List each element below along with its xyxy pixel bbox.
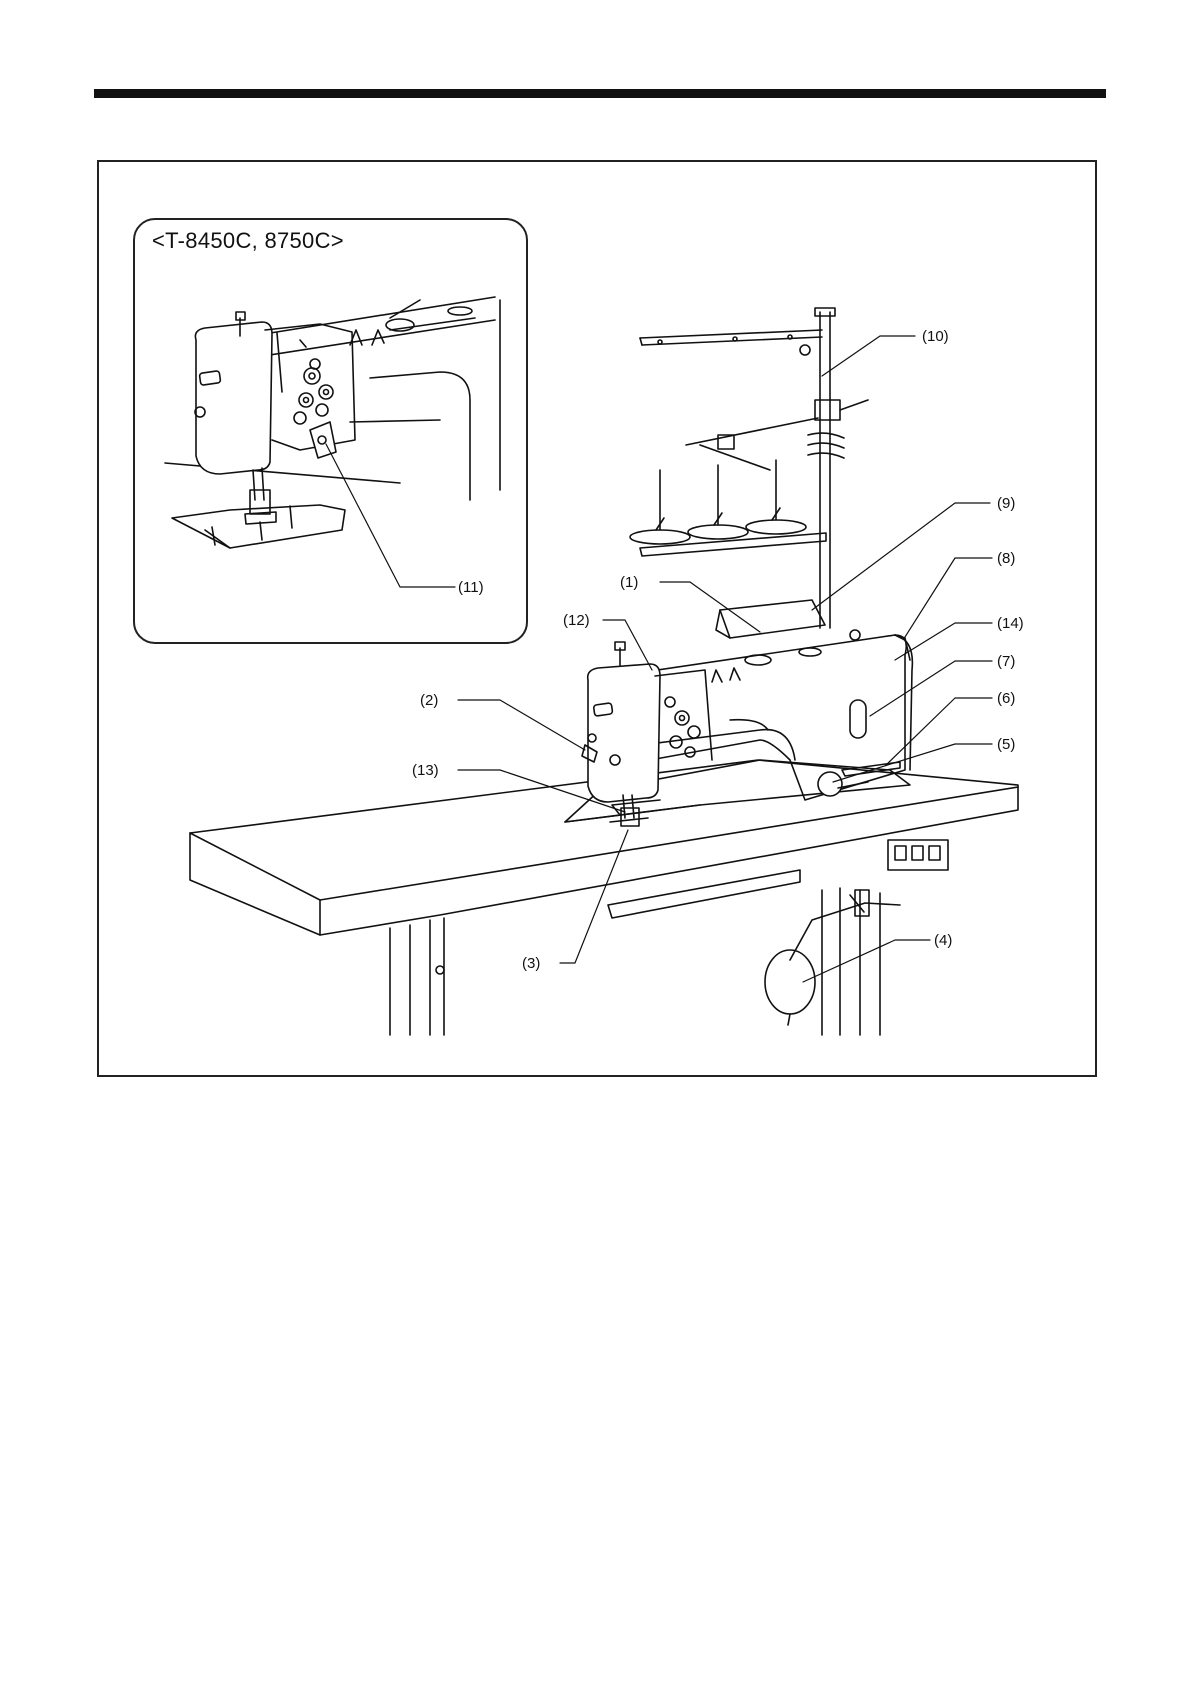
callout-label-2: (2) [420, 692, 438, 709]
callout-label-7: (7) [997, 653, 1015, 670]
callout-label-9: (9) [997, 495, 1015, 512]
main-machine-drawing [190, 308, 1018, 1035]
callout-label-13: (13) [412, 762, 439, 779]
inset-machine-drawing [165, 297, 500, 548]
callout-label-5: (5) [997, 736, 1015, 753]
callout-label-3: (3) [522, 955, 540, 972]
callout-label-14: (14) [997, 615, 1024, 632]
callout-label-4: (4) [934, 932, 952, 949]
callout-label-6: (6) [997, 690, 1015, 707]
callout-label-8: (8) [997, 550, 1015, 567]
callout-label-12: (12) [563, 612, 590, 629]
callout-label-1: (1) [620, 574, 638, 591]
callout-label-11: (11) [458, 579, 484, 596]
callout-label-10: (10) [922, 328, 949, 345]
